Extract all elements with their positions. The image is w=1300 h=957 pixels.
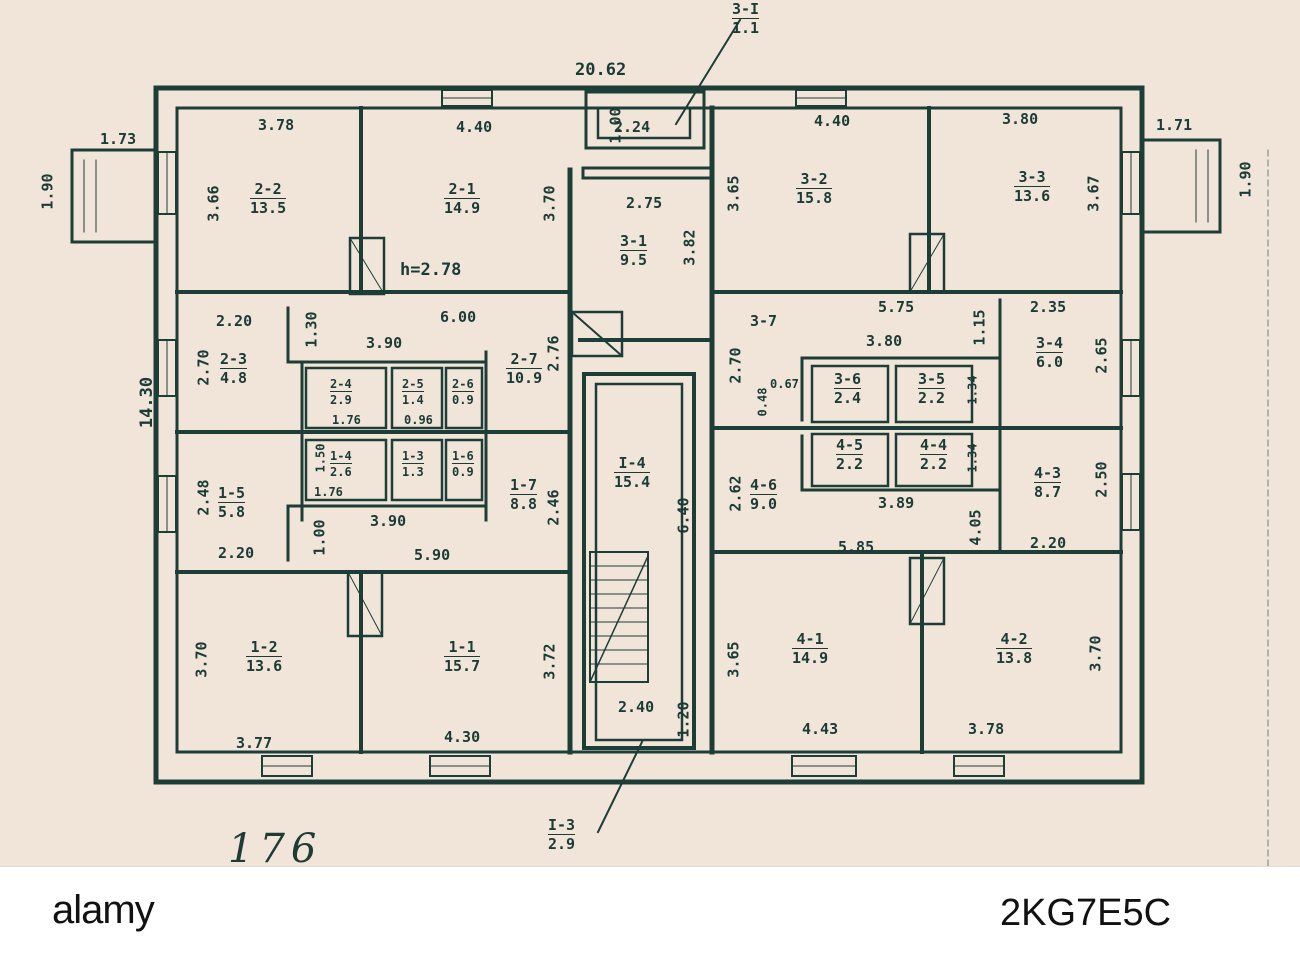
- dim-label: 3.80: [866, 332, 903, 350]
- dim-label: 2.62: [726, 475, 745, 512]
- dim-label: 1.76: [332, 413, 361, 427]
- dim-label: 4.05: [966, 509, 985, 546]
- outer-wall: [153, 85, 1145, 785]
- dim-label: 2.20: [218, 544, 255, 562]
- dim-label: 1.73: [100, 130, 137, 148]
- dim-label: 2.65: [1092, 337, 1111, 374]
- image-id: 2KG7E5C: [1000, 892, 1172, 934]
- drawing-sheet: 20.62 14.30 h=2.78 3.78 4.40 2.24 1.00 4…: [38, 0, 1269, 872]
- dim-label: 3.66: [204, 185, 223, 222]
- handwritten-page-number: 176: [228, 826, 323, 872]
- dim-label: 1.90: [1236, 161, 1255, 198]
- dim-label: 2.40: [618, 698, 655, 716]
- dim-label: 3.90: [370, 512, 407, 530]
- dim-label: 2.70: [726, 347, 745, 384]
- dim-label: 1.76: [314, 485, 343, 499]
- dim-label: 2.35: [1030, 298, 1067, 316]
- floor-plan: [70, 18, 1269, 866]
- dim-label: 2.50: [1092, 461, 1111, 498]
- footer-bar: [0, 866, 1300, 957]
- dim-label: 2.20: [216, 312, 253, 330]
- dim-label: 1.20: [674, 701, 693, 738]
- dim-label: 3.65: [724, 175, 743, 212]
- dim-label: 3.65: [724, 641, 743, 678]
- dim-label: 3.80: [1002, 110, 1039, 128]
- dim-label: 1.50: [313, 443, 328, 473]
- dim-label: 3.70: [540, 185, 559, 222]
- dim-label: 2.46: [544, 489, 563, 526]
- dim-label: 1.00: [606, 107, 625, 144]
- dim-label: 3.70: [1086, 635, 1105, 672]
- room-label: 3-7: [750, 312, 778, 330]
- dim-label: 3.67: [1084, 175, 1103, 212]
- dim-label: 3.78: [258, 116, 295, 134]
- dim-label: 2.70: [194, 349, 213, 386]
- dim-label: 1.00: [310, 519, 329, 556]
- dim-label: 5.90: [414, 546, 451, 564]
- dim-label: 1.15: [970, 309, 989, 346]
- overall-width-label: 20.62: [575, 60, 627, 80]
- dim-label: 0.96: [404, 413, 433, 427]
- dim-label: 2.24: [614, 118, 651, 136]
- dim-label: 3.77: [236, 734, 273, 752]
- dim-label: 0.67: [770, 377, 799, 391]
- dim-label: 3.89: [878, 494, 915, 512]
- dim-label: 2.76: [544, 335, 563, 372]
- hall-height-label: h=2.78: [400, 260, 462, 280]
- dim-label: 3.90: [366, 334, 403, 352]
- dim-label: 1.90: [38, 173, 57, 210]
- dim-label: 4.40: [814, 112, 851, 130]
- dim-label: 1.30: [302, 311, 321, 348]
- brand-logo: alamy: [52, 888, 155, 932]
- dim-label: 3.72: [540, 643, 559, 680]
- dim-label: 4.40: [456, 118, 493, 136]
- dim-label: 2.48: [194, 479, 213, 516]
- dim-label: 4.43: [802, 720, 839, 738]
- dim-label: 5.85: [838, 538, 875, 556]
- dim-label: 2.75: [626, 194, 663, 212]
- overall-height-label: 14.30: [137, 376, 158, 429]
- dim-label: 6.40: [674, 497, 693, 534]
- dim-label: 3.82: [680, 229, 699, 266]
- dim-label: 4.30: [444, 728, 481, 746]
- dim-label: 0.48: [755, 387, 770, 417]
- dim-label: 6.00: [440, 308, 477, 326]
- dim-label: 3.70: [192, 641, 211, 678]
- dim-label: 3.78: [968, 720, 1005, 738]
- dim-label: 1.71: [1156, 116, 1193, 134]
- dim-label: 5.75: [878, 298, 915, 316]
- dim-label: 2.20: [1030, 534, 1067, 552]
- dim-label: 1.34: [965, 375, 980, 405]
- dim-label: 1.34: [965, 443, 980, 473]
